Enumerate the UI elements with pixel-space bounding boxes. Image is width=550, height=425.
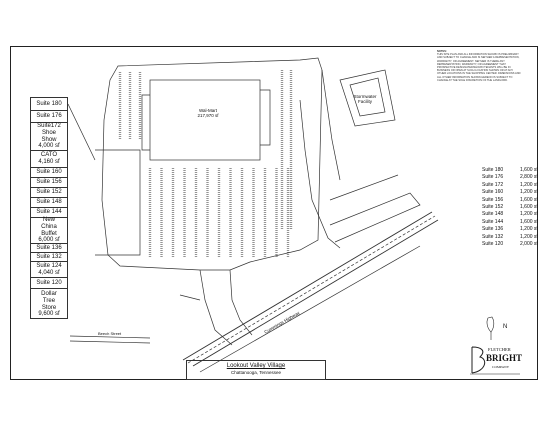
tenant-suite: Suite 132 <box>482 233 504 240</box>
suite-cell: CATO 4,160 sf <box>31 151 67 168</box>
tenant-row: Suite 144 1,600 sf <box>482 219 546 226</box>
tenant-row: Suite 160 1,200 sf <box>482 189 546 196</box>
north-arrow <box>486 316 495 340</box>
walmart-building <box>149 79 261 161</box>
suite-cell: Suite 152 <box>31 188 67 198</box>
walmart-label: Wal-Mart 217,970 sf <box>188 108 228 118</box>
suite-cell: Suite 148 <box>31 198 67 208</box>
tenant-area: 1,200 sf <box>520 211 538 218</box>
suite-cell: Suite172 Shoe Show 4,000 sf <box>31 123 67 151</box>
title-block: Lookout Valley Village Chattanooga, Tenn… <box>186 360 326 380</box>
project-location: Chattanooga, Tennessee <box>231 370 281 375</box>
tenant-row: Suite 180 1,600 sf <box>482 167 546 174</box>
tenant-area: 1,200 sf <box>520 226 538 233</box>
tenant-area: 2,800 sf <box>520 174 538 181</box>
suite-cell: Dollar Tree Store 9,600 sf <box>38 290 60 318</box>
suite-cell: Suite 144 <box>31 208 67 218</box>
logo-top: FLETCHER <box>488 347 511 352</box>
highway-edge-bottom <box>192 219 439 367</box>
suite-cell: Suite 120 <box>31 278 67 289</box>
suite-cell: Suite 136 <box>31 244 67 253</box>
tenant-suite: Suite 148 <box>482 211 504 218</box>
suite-cell: Suite 160 <box>31 168 67 178</box>
beech-street-label: Beech Street <box>98 331 122 336</box>
fletcher-bright-logo: FLETCHER BRIGHT COMPANY <box>466 343 524 377</box>
suite-cell: Suite 156 <box>31 178 67 188</box>
parking-rows <box>118 70 293 258</box>
stormwater-label: Stormwater Facility <box>353 94 377 104</box>
anchor-name: Wal-Mart <box>198 108 218 113</box>
tenant-area: 1,600 sf <box>520 218 538 225</box>
retail-strip-outline <box>95 149 141 256</box>
logo-sub: COMPANY <box>492 365 510 369</box>
tenant-row: Suite 132 1,200 sf <box>482 234 546 241</box>
tenant-suite: Suite 120 <box>482 241 504 248</box>
tenant-suite: Suite 172 <box>482 181 504 188</box>
tenant-row: Suite 152 1,600 sf <box>482 204 546 211</box>
notes-block: NOTES: THIS SITE PLAN AND ALL INFORMATIO… <box>437 50 521 82</box>
anchor-area: 217,970 sf <box>197 113 219 118</box>
tenant-area: 1,200 sf <box>520 233 538 240</box>
tenant-area: 1,600 sf <box>520 196 538 203</box>
highway-edge-top <box>182 211 433 361</box>
tenant-area: 1,600 sf <box>520 204 538 211</box>
north-label: N <box>503 324 508 330</box>
stormwater-outline <box>339 69 396 127</box>
tenant-area: 1,200 sf <box>520 181 538 188</box>
tenant-suite: Suite 180 <box>482 167 504 173</box>
tenant-row: Suite 172 1,200 sf <box>482 182 546 189</box>
tenant-row: Suite 176 2,800 sf <box>482 174 546 181</box>
tenant-area: 1,600 sf <box>520 167 538 173</box>
tenant-area: 2,000 sf <box>520 241 538 248</box>
suite-cell: New China Buffet 6,000 sf <box>31 217 67 244</box>
tenant-suite: Suite 160 <box>482 189 504 196</box>
suite-cell: Suite 180 <box>31 98 67 111</box>
tenant-row: Suite 156 1,600 sf <box>482 197 546 204</box>
suite-cell: Suite 132 <box>31 253 67 262</box>
tenant-row: Suite 148 1,200 sf <box>482 211 546 218</box>
notes-text: THIS SITE PLAN AND ALL INFORMATION SHOWN… <box>437 53 521 82</box>
tenant-area: 1,200 sf <box>520 189 538 196</box>
tenant-row: Suite 136 1,200 sf <box>482 226 546 233</box>
tenant-row: Suite 120 2,000 sf <box>482 241 546 248</box>
suite-cell: Suite 176 <box>31 111 67 123</box>
tenant-suite: Suite 156 <box>482 196 504 203</box>
suite-cell: Suite 124 4,040 sf <box>31 262 67 278</box>
notes-title: NOTES: <box>437 50 447 53</box>
tenant-suite: Suite 176 <box>482 174 504 181</box>
tenant-suite: Suite 152 <box>482 204 504 211</box>
tenant-suite: Suite 136 <box>482 226 504 233</box>
tenant-suite: Suite 144 <box>482 218 504 225</box>
logo-main: BRIGHT <box>486 353 523 363</box>
project-title: Lookout Valley Village <box>226 363 286 369</box>
